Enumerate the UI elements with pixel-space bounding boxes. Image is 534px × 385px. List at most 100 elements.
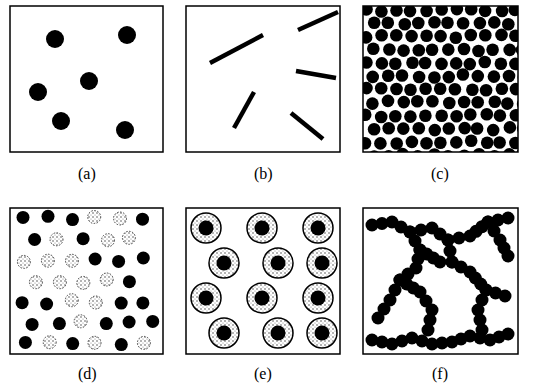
particle [481, 108, 494, 121]
particle [367, 43, 380, 56]
particle [136, 296, 149, 309]
panel-frame [10, 208, 163, 354]
particle [366, 71, 379, 84]
rod-particle [291, 113, 323, 139]
aggregate-particle [442, 234, 455, 247]
particle [368, 123, 381, 136]
particle [413, 122, 426, 135]
particle [405, 30, 418, 43]
particle [441, 16, 454, 29]
particle [406, 136, 419, 149]
particle [510, 83, 518, 96]
particle [375, 111, 388, 124]
particle [42, 210, 55, 223]
speckled-particle [66, 254, 79, 267]
particle [118, 26, 136, 44]
particle [464, 108, 477, 121]
particle-shell [303, 283, 333, 313]
particle [419, 83, 432, 96]
particle [434, 137, 447, 150]
particle [435, 109, 448, 122]
panel-frame [10, 6, 163, 152]
aggregate-particle [442, 234, 455, 247]
speckled-particle [88, 211, 101, 224]
particle [518, 71, 519, 84]
particle [479, 29, 492, 42]
speckled-particle [41, 254, 54, 267]
particle [503, 44, 516, 57]
particle [464, 58, 477, 71]
speckled-particle [43, 336, 56, 349]
particle [375, 82, 388, 95]
particle [411, 95, 424, 108]
speckled-particle [102, 234, 115, 247]
particle [435, 58, 448, 71]
particle [412, 17, 425, 30]
particle-shell [209, 248, 239, 278]
particle [390, 83, 403, 96]
particle [413, 71, 426, 84]
particle [510, 109, 518, 122]
particle [496, 82, 509, 95]
particle [404, 6, 417, 17]
particle [396, 69, 409, 82]
particle [420, 29, 433, 42]
speckled-particle [53, 276, 66, 289]
speckled-particle [89, 296, 102, 309]
particle-shell [209, 318, 239, 348]
panel-label: (d) [78, 366, 97, 382]
particle [443, 122, 456, 135]
panel-label: (e) [254, 366, 272, 382]
particle [389, 57, 402, 70]
particle [517, 122, 518, 135]
particle [419, 109, 432, 122]
particle [383, 43, 396, 56]
particle-shell [247, 283, 277, 313]
particle-core [315, 256, 330, 271]
aggregate-particle [446, 256, 459, 269]
particle [66, 213, 79, 226]
speckled-particle [137, 336, 150, 349]
speckled-particle [74, 315, 87, 328]
particle [100, 317, 113, 330]
particle [80, 72, 98, 90]
particle [457, 68, 470, 81]
particle [458, 96, 471, 109]
particle [46, 30, 64, 48]
particle [420, 137, 433, 150]
particle [429, 124, 442, 137]
particle [479, 56, 492, 69]
particle [481, 136, 494, 149]
particle-shell [263, 318, 293, 348]
rod-particle [296, 71, 336, 78]
particle [404, 84, 417, 97]
particle [458, 122, 471, 135]
particle [502, 18, 515, 31]
particle [123, 275, 136, 288]
particle [458, 43, 471, 56]
aggregate-particle [434, 256, 447, 269]
particle [450, 110, 463, 123]
particle [420, 6, 433, 17]
speckled-particle [100, 273, 113, 286]
particle [471, 96, 484, 109]
particle [450, 136, 463, 149]
particle [480, 84, 493, 97]
particle [450, 57, 463, 70]
particle-core [217, 326, 232, 341]
particle [368, 17, 381, 30]
aggregate-particle [502, 250, 515, 263]
particle [465, 135, 478, 148]
particle-core [315, 326, 330, 341]
particle [146, 315, 159, 328]
particle [398, 96, 411, 109]
particle-shell [263, 248, 293, 278]
aggregate-particle [502, 212, 515, 225]
particle [503, 70, 516, 83]
particle [16, 296, 29, 309]
particle [516, 44, 518, 57]
particle [488, 16, 501, 29]
particle [442, 43, 455, 56]
particle [390, 29, 403, 42]
